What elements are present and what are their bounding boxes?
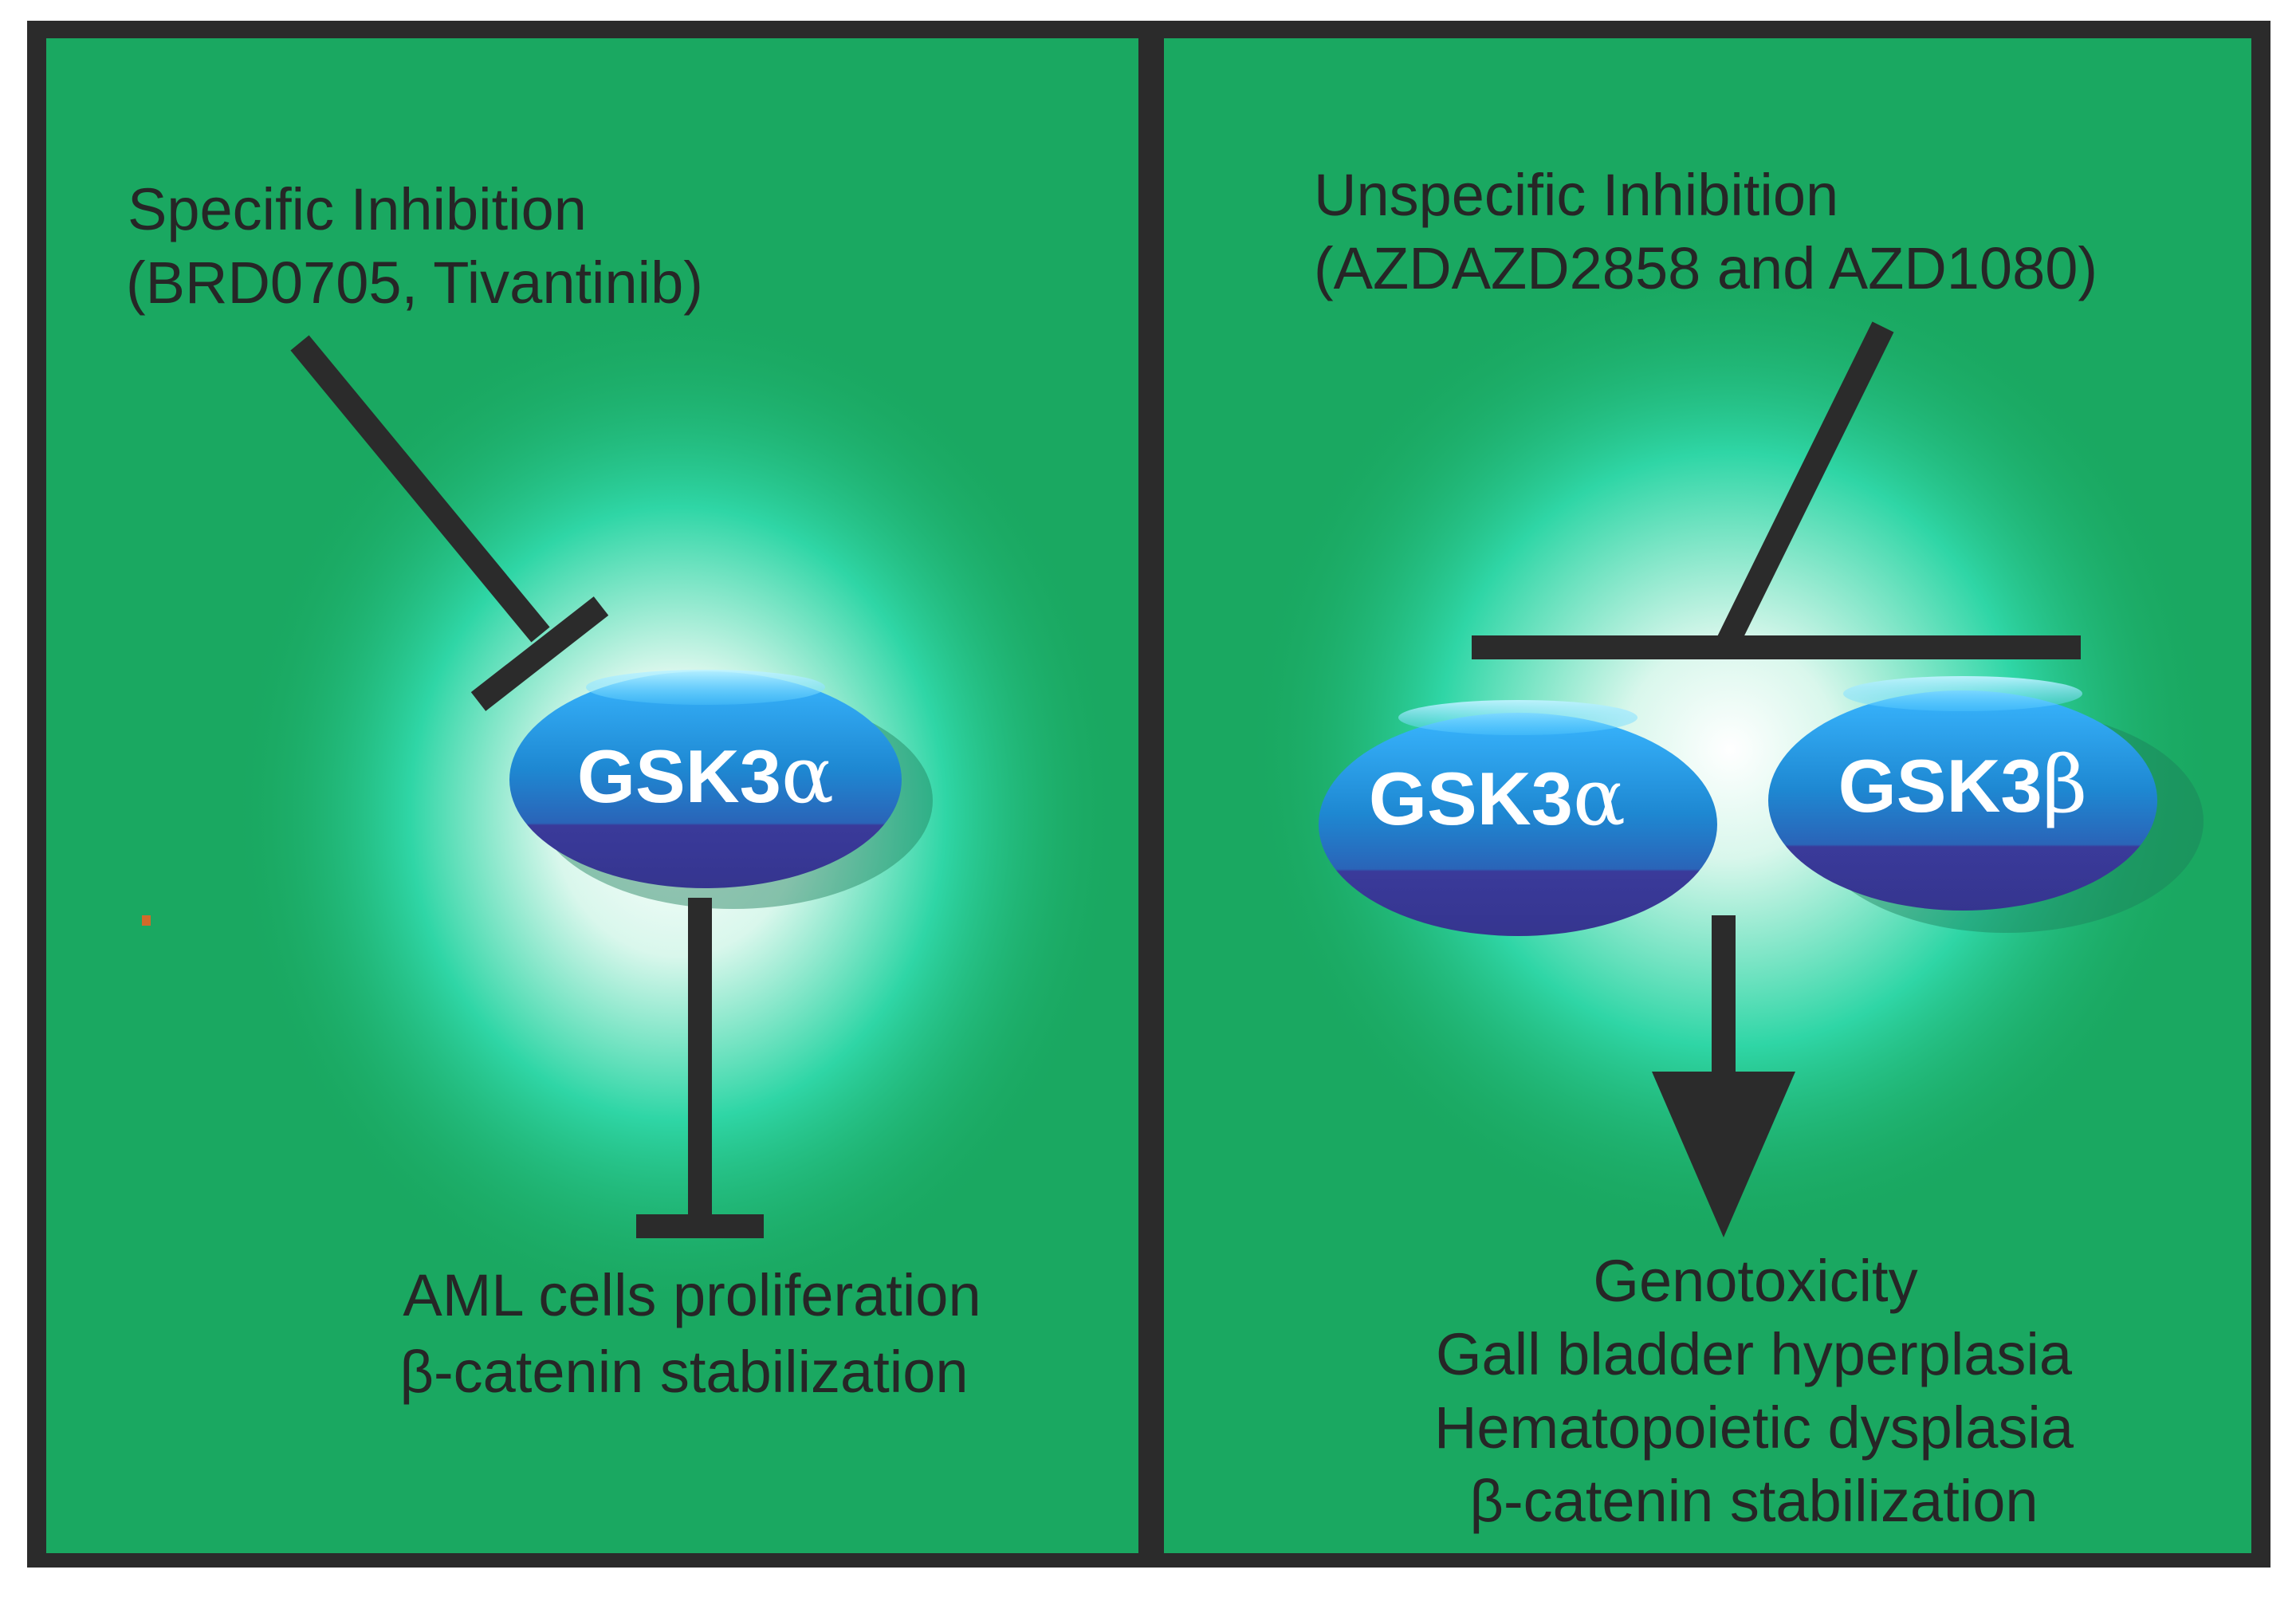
right-effect-1: Genotoxicity (1593, 1248, 1917, 1314)
left-gsk3a-enzyme: GSK3α (509, 670, 933, 909)
right-gsk3a-label: GSK3α (1369, 753, 1626, 844)
left-effect-2: β-catenin stabilization (399, 1339, 968, 1405)
left-inhibition-line (290, 335, 550, 643)
right-glow (1244, 255, 2216, 1244)
right-effect-arrow-head (1652, 1072, 1795, 1237)
right-gsk3b-label: GSK3β (1838, 740, 2088, 831)
right-effect-3: Hematopoietic dysplasia (1434, 1394, 2074, 1461)
right-gsk3a-enzyme: GSK3α (1319, 700, 1717, 936)
right-effect-2: Gall bladder hyperplasia (1436, 1321, 2073, 1387)
small-marker (142, 915, 151, 926)
left-effect-1: AML cells proliferation (403, 1262, 981, 1328)
left-inhibition-cap (470, 596, 609, 711)
right-inhibitor-drugs: (AZDAZD2858 and AZD1080) (1314, 235, 2097, 301)
right-effect-4: β-catenin stabilization (1469, 1468, 2038, 1534)
right-inhibition-line (1716, 321, 1894, 650)
right-gsk3b-enzyme: GSK3β (1768, 676, 2204, 933)
left-gsk3a-label: GSK3α (577, 730, 834, 821)
right-inhibition-title: Unspecific Inhibition (1314, 162, 1838, 228)
left-inhibitor-drugs: (BRD0705, Tivantinib) (126, 250, 703, 316)
left-inhibition-title: Specific Inhibition (128, 176, 587, 242)
